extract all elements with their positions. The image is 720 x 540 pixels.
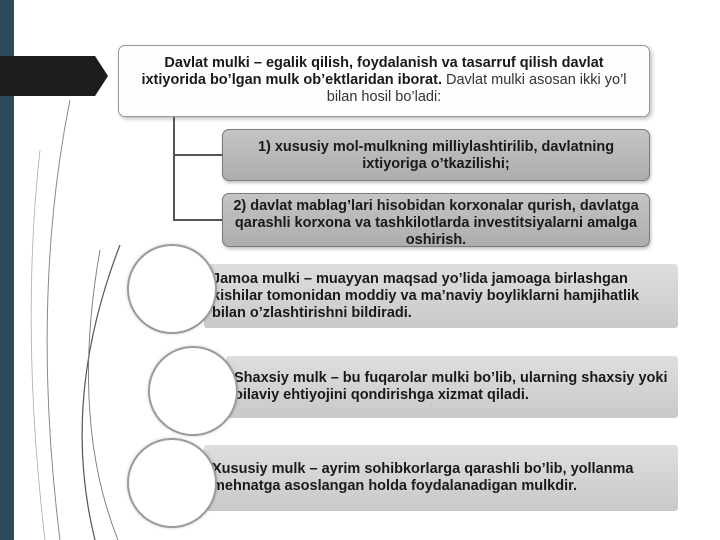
- pointer-arrow: [0, 56, 108, 96]
- connector-branch-2: [173, 219, 222, 221]
- sub-item-1: 1) xususiy mol-mulkning milliylashtirili…: [222, 129, 650, 181]
- sub-item-2: 2) davlat mablag’lari hisobidan korxonal…: [222, 193, 650, 248]
- circle-marker-2: [148, 346, 238, 436]
- connector-branch-1: [173, 154, 222, 156]
- connector-vertical: [173, 117, 175, 221]
- collective-property-text: Jamoa mulki – muayyan maqsad yo’lida jam…: [212, 270, 640, 321]
- personal-property-text: Shaxsiy mulk – bu fuqarolar mulki bo’lib…: [234, 370, 668, 403]
- state-property-box: Davlat mulki – egalik qilish, foydalanis…: [118, 45, 650, 117]
- sub-item-1-text: 1) xususiy mol-mulkning milliylashtirili…: [257, 139, 615, 172]
- left-accent-bar: [0, 0, 14, 540]
- sub-item-2-text: 2) davlat mablag’lari hisobidan korxonal…: [233, 198, 639, 248]
- state-property-definition: Davlat mulki – egalik qilish, foydalanis…: [141, 55, 604, 88]
- circle-marker-1: [127, 244, 217, 334]
- personal-property-box: Shaxsiy mulk – bu fuqarolar mulki bo’lib…: [226, 356, 678, 418]
- state-property-intro: Davlat mulki asosan ikki yo’l bilan hosi…: [326, 72, 627, 105]
- private-property-text: Xususiy mulk – ayrim sohibkorlarga qaras…: [212, 461, 634, 494]
- private-property-box: Xususiy mulk – ayrim sohibkorlarga qaras…: [204, 445, 678, 511]
- collective-property-box: Jamoa mulki – muayyan maqsad yo’lida jam…: [204, 264, 678, 328]
- circle-marker-3: [127, 438, 217, 528]
